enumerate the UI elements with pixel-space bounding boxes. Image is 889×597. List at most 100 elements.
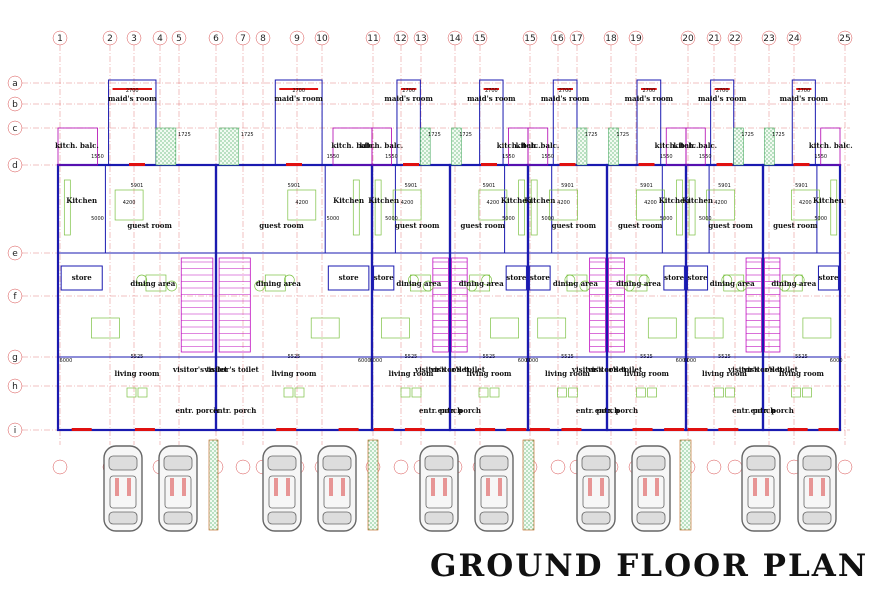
car-rear-window	[802, 511, 832, 525]
grid-bubble	[413, 30, 429, 46]
store-wall	[327, 265, 370, 291]
chair-icon	[136, 274, 148, 286]
car-icon	[103, 445, 143, 532]
room-label-maid: maid's room	[467, 94, 516, 103]
room-label-visitor-toilet: visitor's toilet	[571, 365, 627, 374]
store-wall	[529, 265, 551, 291]
staircase	[589, 257, 606, 353]
grid-col-label: 12	[395, 34, 406, 44]
grid-bubble	[727, 459, 743, 475]
store-wall	[663, 265, 685, 291]
car-roof	[425, 475, 453, 509]
armchair-icon	[478, 387, 489, 398]
dim-5525: 5525	[405, 354, 418, 360]
dim-1550: 1550	[327, 154, 340, 160]
grid-bubble	[7, 75, 23, 91]
stair-outline	[180, 257, 214, 353]
kitchen-counter-icon	[518, 179, 525, 236]
room-label-visitor-toilet: visitor's toilet	[430, 365, 486, 374]
dim-2700: 2700	[485, 88, 498, 94]
window	[112, 88, 152, 90]
car-seat	[115, 478, 119, 496]
room-label-entrance-porch: entr. porch	[595, 406, 638, 415]
dim-5000: 5000	[660, 216, 673, 222]
kitchen-counter-icon	[63, 179, 71, 236]
car-icon	[158, 445, 198, 532]
chair-icon	[564, 274, 576, 286]
room-label-store: store	[818, 273, 839, 282]
grid-bubble	[837, 459, 853, 475]
furniture	[63, 179, 178, 398]
room-label-entrance-porch: entr. porch	[732, 406, 775, 415]
room-label-dining: dining area	[553, 279, 598, 288]
grid-bubble	[255, 30, 271, 46]
room-label-store: store	[506, 273, 527, 282]
room-label-entrance-porch: entr. porch	[419, 406, 462, 415]
room-label-living: living room	[467, 369, 512, 378]
grid-bubble	[522, 30, 538, 46]
store-wall	[373, 265, 395, 291]
car-seat	[431, 478, 435, 496]
grid-col-label: 17	[571, 34, 582, 44]
dim-1725: 1725	[741, 132, 754, 138]
grid-bubble	[550, 30, 566, 46]
courtyard-hatch	[733, 127, 744, 166]
car-seat	[498, 478, 502, 496]
dining-table-icon	[723, 274, 745, 292]
grid-bubble	[289, 30, 305, 46]
furniture	[374, 179, 434, 398]
window	[403, 163, 419, 166]
sofa-icon	[537, 317, 567, 339]
room-label-kitchen-balcony: kitch. balc.	[55, 141, 99, 150]
bed-icon	[636, 189, 665, 221]
chair-icon	[623, 280, 635, 292]
bed-icon	[287, 189, 317, 221]
sofa-icon	[91, 317, 120, 339]
stair-outline	[608, 257, 625, 353]
car-windshield	[746, 455, 776, 471]
car-roof	[323, 475, 351, 509]
dim-6000: 6000	[683, 358, 696, 364]
room-label-living: living room	[115, 369, 160, 378]
armchair-icon	[791, 387, 801, 398]
room-label-visitor-toilet: visitor's toilet	[727, 365, 783, 374]
staircase	[451, 257, 468, 353]
room-label-dining: dining area	[130, 279, 175, 288]
car-roof	[164, 475, 192, 509]
dim-5525: 5525	[131, 354, 144, 360]
room-label-dining: dining area	[771, 279, 816, 288]
parked-cars	[103, 445, 837, 532]
walkway-strip	[522, 439, 535, 531]
room-label-kitchen-balcony: kitch. balc.	[359, 141, 403, 150]
car-windshield	[424, 455, 454, 471]
grid-col-label: 24	[788, 34, 800, 44]
room-label-store: store	[339, 273, 360, 282]
armchair-icon	[283, 387, 294, 398]
grid-bubble	[171, 30, 187, 46]
car-rear-window	[322, 511, 352, 525]
room-label-visitor-toilet: visitor's toilet	[743, 365, 799, 374]
courtyard-hatch	[420, 127, 431, 166]
grid-bubble	[786, 30, 802, 46]
grid-col-label: 14	[449, 34, 461, 44]
grid-col-label: 20	[682, 34, 694, 44]
room-label-dining: dining area	[710, 279, 755, 288]
dim-1550: 1550	[385, 154, 398, 160]
kitchen-counter-icon	[352, 179, 360, 236]
room-label-guest: guest room	[618, 221, 663, 230]
car-roof	[480, 475, 508, 509]
grid-row-label: c	[13, 124, 18, 134]
room-label-kitchen-balcony: kitch. balc.	[809, 141, 853, 150]
car-windshield	[163, 455, 193, 471]
room-label-kitchen: Kitchen	[659, 196, 690, 205]
furniture	[466, 179, 525, 398]
room-label-visitor-toilet: visitor's toilet	[172, 365, 228, 374]
grid-bubble	[706, 459, 722, 475]
staircase	[608, 257, 625, 353]
chair-icon	[283, 274, 295, 286]
armchair-icon	[126, 387, 137, 398]
grid-row-label: a	[12, 79, 18, 89]
